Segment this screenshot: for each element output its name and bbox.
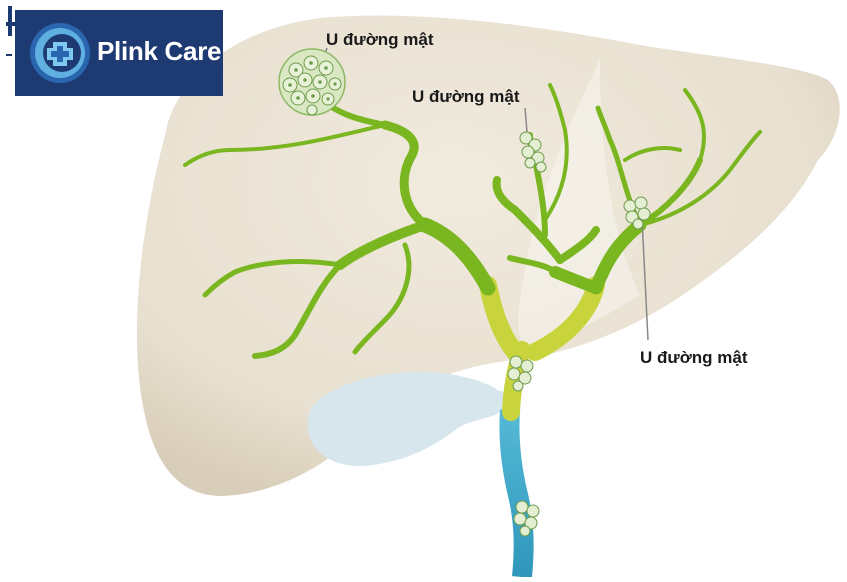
common-bile-duct <box>499 409 534 578</box>
tumor-cluster-2 <box>519 131 547 173</box>
tumor-cluster-1 <box>278 48 346 116</box>
tumor-label-2: U đường mật <box>412 87 520 106</box>
medical-cross-shield-icon <box>30 23 90 83</box>
liver-lobe-shade <box>518 60 640 350</box>
brand-name: Plink Care <box>97 36 222 66</box>
tumor-cluster-5 <box>513 500 540 537</box>
tumor-cluster-3 <box>623 196 651 230</box>
tumor-label-1: U đường mật <box>326 30 434 49</box>
gallbladder <box>307 371 506 466</box>
brand-logo: Plink Care <box>15 10 223 96</box>
cropped-logo-fragment <box>6 6 16 56</box>
intrahepatic-ducts <box>183 83 762 359</box>
tumor-cluster-4 <box>507 355 534 392</box>
tumor-label-3: U đường mật <box>640 348 748 367</box>
liver-shape <box>136 15 840 496</box>
